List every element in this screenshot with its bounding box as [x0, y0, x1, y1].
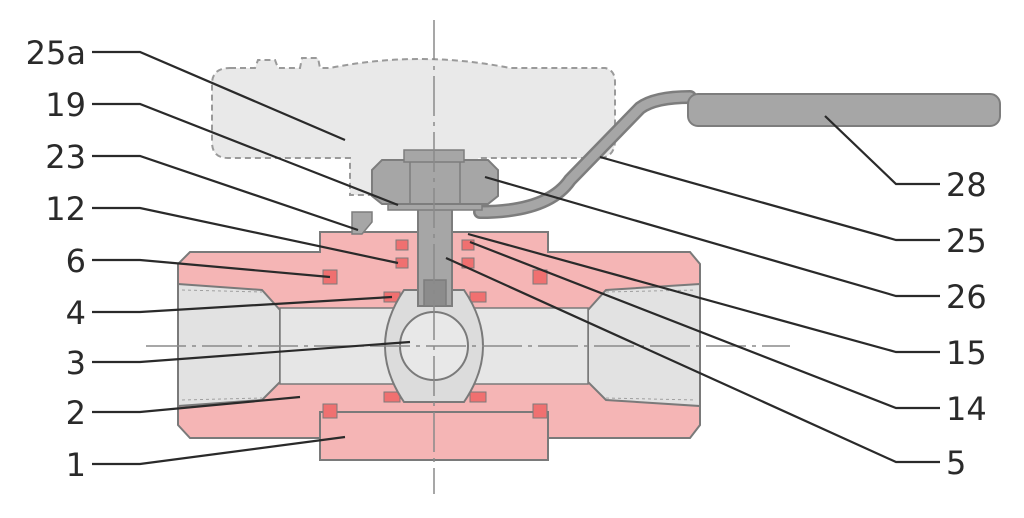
label-5: 5 [946, 444, 966, 482]
lever-handle [473, 90, 1001, 219]
centerlines [146, 20, 790, 494]
label-6: 6 [66, 242, 86, 280]
label-14: 14 [946, 390, 987, 428]
label-4: 4 [66, 294, 86, 332]
label-3: 3 [66, 344, 86, 382]
labels-left: 25a 19 23 12 6 4 3 2 1 [26, 34, 86, 484]
label-28: 28 [946, 166, 987, 204]
label-19: 19 [45, 86, 86, 124]
label-12: 12 [45, 190, 86, 228]
labels-right: 28 25 26 15 14 5 [946, 166, 987, 482]
label-26: 26 [946, 278, 987, 316]
label-23: 23 [45, 138, 86, 176]
label-25a: 25a [26, 34, 86, 72]
handle-housing-outline [211, 57, 616, 196]
label-1: 1 [66, 446, 86, 484]
body-seals [322, 239, 548, 419]
label-15: 15 [946, 334, 987, 372]
label-25: 25 [946, 222, 987, 260]
leader-lines-left [92, 50, 411, 466]
leader-lines-right [445, 115, 940, 464]
label-2: 2 [66, 394, 86, 432]
